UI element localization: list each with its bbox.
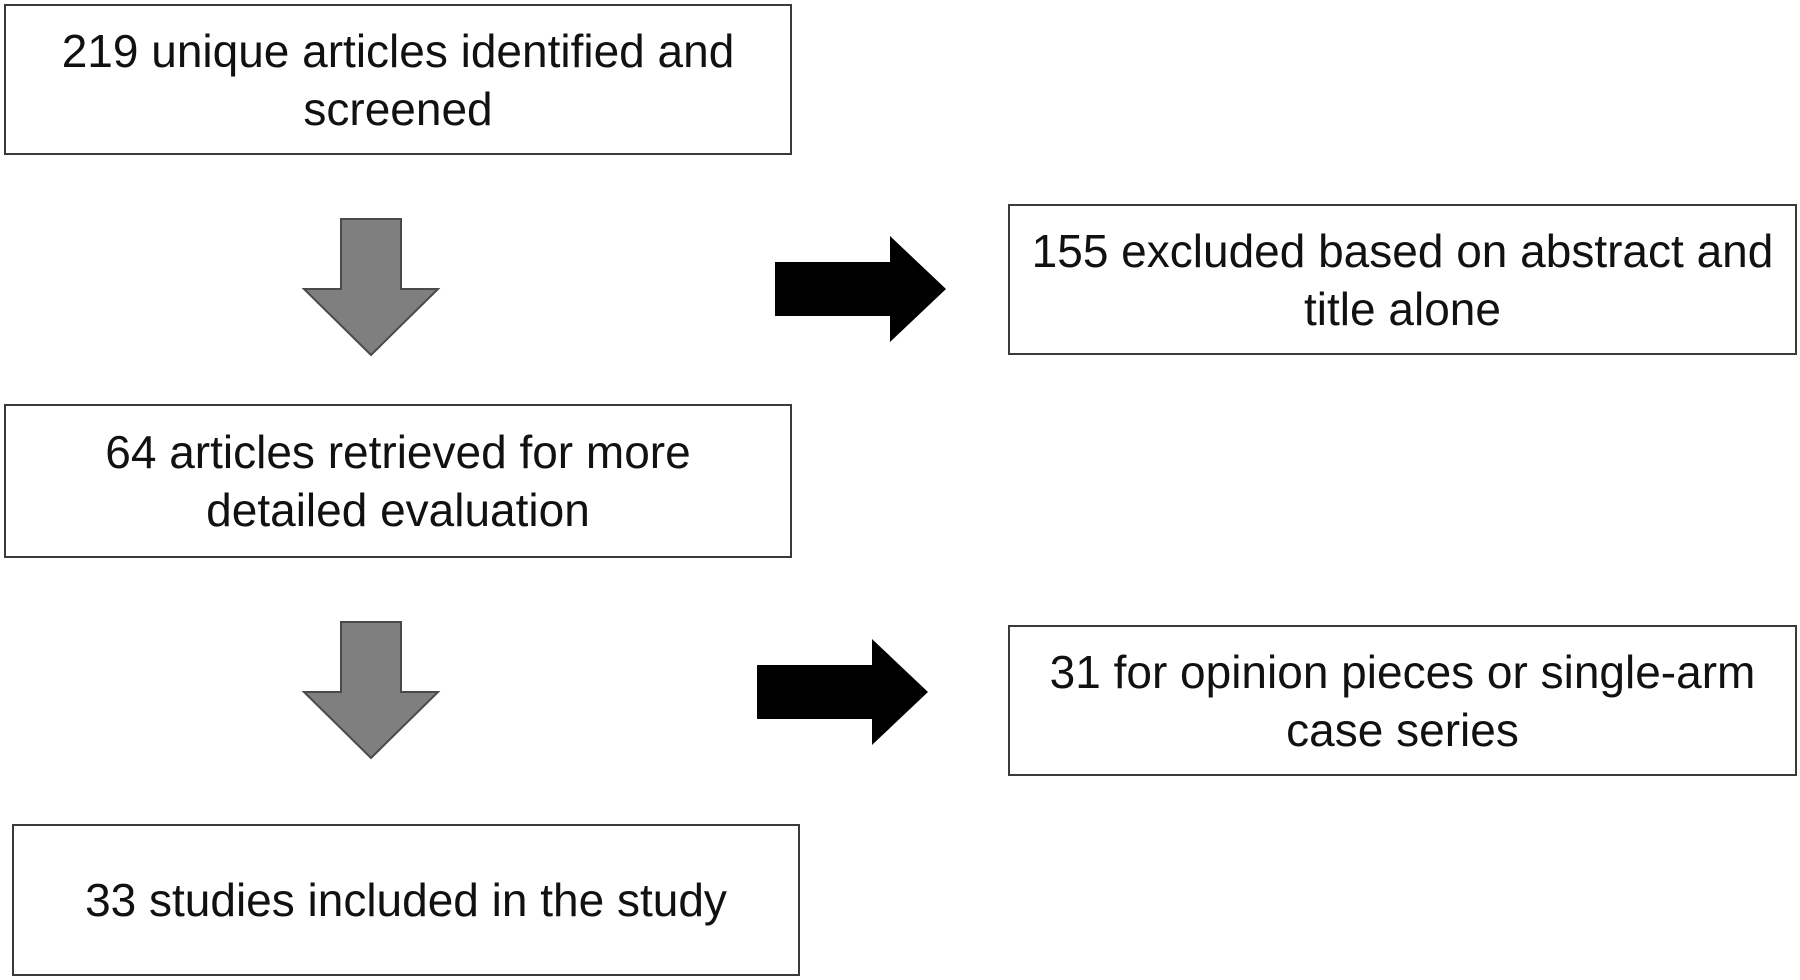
retrieved-articles-box: 64 articles retrieved for more detailed … xyxy=(4,404,792,558)
excluded-opinion-box: 31 for opinion pieces or single-arm case… xyxy=(1008,625,1797,776)
excluded-opinion-text: 31 for opinion pieces or single-arm case… xyxy=(1049,645,1756,756)
retrieved-articles-text: 64 articles retrieved for more detailed … xyxy=(105,426,691,536)
included-studies-box: 33 studies included in the study xyxy=(12,824,800,976)
excluded-abstract-box: 155 excluded based on abstract and title… xyxy=(1008,204,1797,355)
right-arrow-icon xyxy=(755,637,930,747)
down-arrow-icon xyxy=(301,217,441,357)
screened-articles-text: 219 unique articles identified and scree… xyxy=(61,24,735,135)
screened-articles-box: 219 unique articles identified and scree… xyxy=(4,4,792,155)
right-arrow-icon xyxy=(773,234,948,344)
down-arrow-icon xyxy=(301,620,441,760)
included-studies-text: 33 studies included in the study xyxy=(85,874,727,926)
excluded-abstract-text: 155 excluded based on abstract and title… xyxy=(1031,224,1774,335)
